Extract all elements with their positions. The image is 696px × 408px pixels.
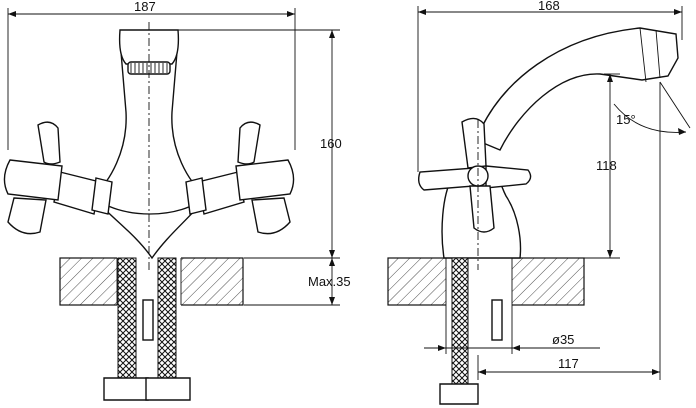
dimension-160: 160 <box>178 29 342 259</box>
dimension-117-label: 117 <box>558 356 579 371</box>
dimension-187-label: 187 <box>134 0 156 14</box>
side-hoses <box>439 257 503 405</box>
dimension-max35: Max.35 <box>244 258 351 306</box>
side-spout <box>475 27 679 151</box>
dimension-15-degrees: 15° <box>613 81 691 135</box>
front-view: 187 160 Max.35 <box>3 0 351 401</box>
dimension-15-label: 15° <box>616 112 636 127</box>
dimension-187: 187 <box>7 0 296 150</box>
dimension-117: 117 <box>477 82 661 380</box>
front-faucet-body <box>92 39 207 260</box>
dimension-118: 118 <box>584 73 620 259</box>
dimension-168-label: 168 <box>538 0 560 13</box>
front-hoses <box>103 257 191 401</box>
dimension-118-label: 118 <box>596 158 617 173</box>
front-left-valve <box>53 171 113 215</box>
side-view: 168 15° 118 ø35 <box>387 0 691 405</box>
dimension-max35-label: Max.35 <box>308 274 351 289</box>
dimension-168: 168 <box>417 0 683 172</box>
front-right-handle <box>235 121 295 235</box>
dimension-diameter-35: ø35 <box>424 305 600 354</box>
front-counter-slab <box>59 257 244 306</box>
dimension-diameter-35-label: ø35 <box>552 332 574 347</box>
front-left-handle <box>3 121 63 235</box>
front-right-valve <box>185 171 245 215</box>
side-counter-slab <box>387 257 585 306</box>
front-spout-cap <box>118 29 180 65</box>
dimension-160-label: 160 <box>320 136 342 151</box>
side-handle <box>417 117 532 233</box>
side-spout-tip <box>639 27 661 83</box>
